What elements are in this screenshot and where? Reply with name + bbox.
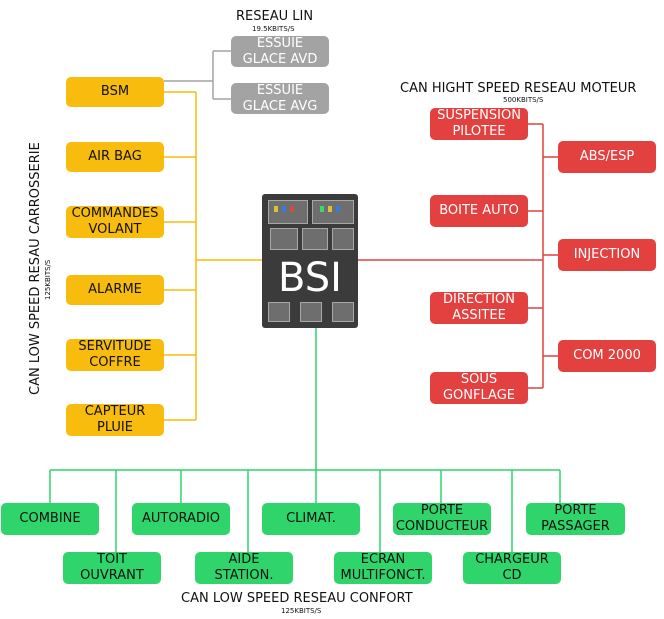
- node-label: ESSUIE GLACE AVG: [242, 82, 318, 114]
- node-label: AIDE STATION.: [214, 552, 274, 583]
- confort-bus-lines: [49, 328, 561, 552]
- bsi-connector: [268, 302, 290, 322]
- can-confort-speed: 125KBITS/S: [281, 607, 322, 615]
- node-label: PORTE PASSAGER: [541, 503, 610, 534]
- bsi-unit: BSI: [262, 194, 358, 328]
- can-carrosserie-speed: 125KBITS/S: [44, 259, 52, 300]
- node-label: AIR BAG: [88, 149, 142, 164]
- node-aide-station: AIDE STATION.: [195, 552, 293, 584]
- node-label: INJECTION: [573, 247, 641, 262]
- node-climat: CLIMAT.: [262, 503, 360, 535]
- node-com-2000: COM 2000: [558, 340, 656, 372]
- bsi-connector: [332, 228, 354, 250]
- node-sous-gonflage: SOUS GONFLAGE: [430, 372, 528, 404]
- node-porte-conducteur: PORTE CONDUCTEUR: [393, 503, 491, 535]
- node-label: BSM: [100, 84, 130, 99]
- node-boite-auto: BOITE AUTO: [430, 195, 528, 227]
- node-porte-passager: PORTE PASSAGER: [526, 503, 625, 535]
- node-servitude-coffre: SERVITUDE COFFRE: [66, 339, 164, 371]
- node-abs-esp: ABS/ESP: [558, 141, 656, 173]
- node-label: TOIT OUVRANT: [80, 552, 144, 583]
- node-label: COMBINE: [19, 511, 81, 526]
- bsi-fuse: [320, 206, 324, 212]
- lin-bus-lines: [164, 50, 231, 100]
- node-direction-assitee: DIRECTION ASSITEE: [430, 292, 528, 324]
- node-essuie-glace-avg: ESSUIE GLACE AVG: [231, 83, 329, 114]
- node-injection: INJECTION: [558, 239, 656, 271]
- node-capteur-pluie: CAPTEUR PLUIE: [66, 404, 164, 436]
- bsi-connector: [332, 302, 354, 322]
- moteur-bus-lines: [358, 123, 558, 389]
- bsi-fuse: [274, 206, 278, 212]
- node-combine: COMBINE: [1, 503, 99, 535]
- bsi-connector: [302, 228, 328, 250]
- node-alarme: ALARME: [66, 275, 164, 305]
- bsi-connector: [270, 228, 298, 250]
- node-label: ALARME: [88, 282, 142, 297]
- node-chargeur-cd: CHARGEUR CD: [463, 552, 561, 584]
- bsi-fuse: [328, 206, 332, 212]
- bsi-connector: [312, 200, 354, 224]
- bsi-fuse: [290, 206, 294, 212]
- can-carrosserie-title: CAN LOW SPEED RESAU CARROSSERIE: [28, 142, 43, 395]
- lin-speed: 19.5KBITS/S: [252, 25, 295, 33]
- node-label: PORTE CONDUCTEUR: [395, 503, 489, 534]
- node-label: COM 2000: [573, 348, 641, 363]
- can-hs-speed: 500KBITS/S: [503, 96, 544, 104]
- node-label: ESSUIE GLACE AVD: [242, 35, 318, 67]
- node-suspension-pilotee: SUSPENSION PILOTEE: [430, 108, 528, 140]
- node-essuie-glace-avd: ESSUIE GLACE AVD: [231, 36, 329, 67]
- can-hs-title: CAN HIGHT SPEED RESEAU MOTEUR: [400, 81, 637, 96]
- node-label: SUSPENSION PILOTEE: [437, 108, 521, 139]
- node-autoradio: AUTORADIO: [132, 503, 230, 535]
- node-label: BOITE AUTO: [439, 203, 519, 218]
- node-bsm: BSM: [66, 77, 164, 107]
- node-label: ECRAN MULTIFONCT.: [340, 552, 426, 583]
- bsi-connector: [268, 200, 308, 224]
- bsi-fuse: [336, 206, 340, 212]
- node-label: SERVITUDE COFFRE: [78, 339, 152, 370]
- node-ecran-multifonct: ECRAN MULTIFONCT.: [334, 552, 432, 584]
- node-label: AUTORADIO: [141, 511, 221, 526]
- node-toit-ouvrant: TOIT OUVRANT: [63, 552, 161, 584]
- node-label: SOUS GONFLAGE: [442, 372, 515, 403]
- bsi-label: BSI: [278, 255, 342, 301]
- lin-title: RESEAU LIN: [236, 9, 314, 24]
- bsi-connector: [300, 302, 322, 322]
- node-commandes-volant: COMMANDES VOLANT: [66, 206, 164, 238]
- node-label: CAPTEUR PLUIE: [84, 404, 146, 435]
- node-air-bag: AIR BAG: [66, 142, 164, 172]
- node-label: ABS/ESP: [579, 149, 635, 164]
- carrosserie-bus-lines: [164, 91, 262, 421]
- node-label: CHARGEUR CD: [475, 552, 549, 583]
- node-label: DIRECTION ASSITEE: [443, 292, 515, 323]
- node-label: COMMANDES VOLANT: [71, 206, 159, 237]
- bsi-fuse: [282, 206, 286, 212]
- can-confort-title: CAN LOW SPEED RESEAU CONFORT: [181, 591, 413, 606]
- node-label: CLIMAT.: [286, 511, 336, 526]
